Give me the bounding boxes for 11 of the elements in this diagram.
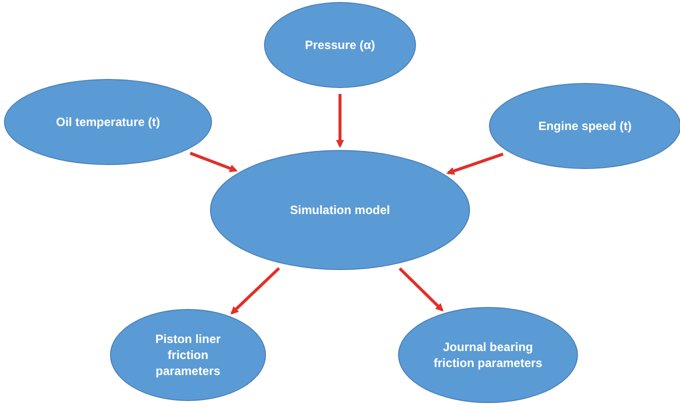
node-label: Pressure (α) xyxy=(304,36,376,54)
node-label: Piston liner friction parameters xyxy=(154,330,222,380)
node-label: Simulation model xyxy=(290,202,390,218)
arrow xyxy=(190,152,238,172)
arrow xyxy=(446,152,504,175)
arrow xyxy=(398,267,444,312)
arrow xyxy=(230,267,280,314)
node-label: Engine speed (t) xyxy=(538,118,632,134)
node-label: Journal bearing friction parameters xyxy=(433,338,543,372)
arrow xyxy=(336,94,344,148)
node-label: Oil temperature (t) xyxy=(56,114,160,130)
